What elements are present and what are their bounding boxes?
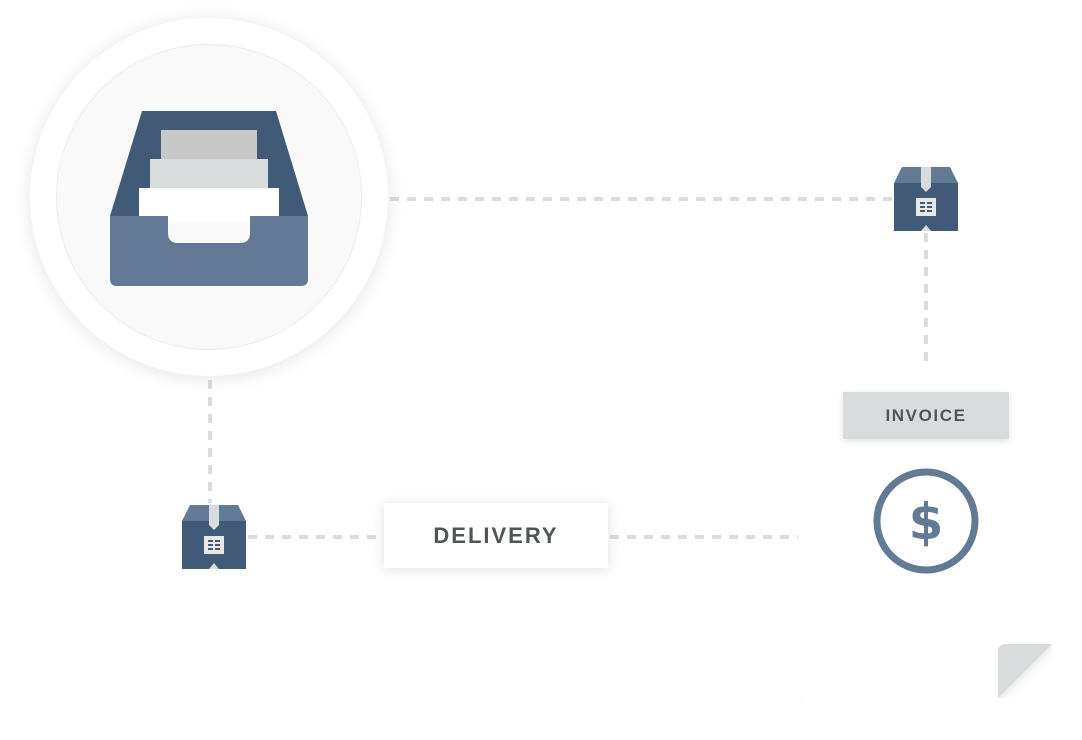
package-box-icon	[894, 167, 958, 231]
invoice-document-icon	[800, 370, 1052, 698]
inbox-tray-icon	[110, 111, 308, 286]
delivery-node: DELIVERY	[384, 503, 608, 568]
delivery-label: DELIVERY	[433, 522, 559, 548]
tray-node	[30, 18, 388, 376]
dollar-icon: $	[873, 468, 979, 574]
invoice-node: INVOICE $	[800, 370, 1052, 698]
package-box-icon	[182, 505, 246, 569]
invoice-tag: INVOICE	[843, 392, 1009, 439]
svg-text:$: $	[909, 493, 944, 551]
invoice-label: INVOICE	[885, 405, 967, 425]
